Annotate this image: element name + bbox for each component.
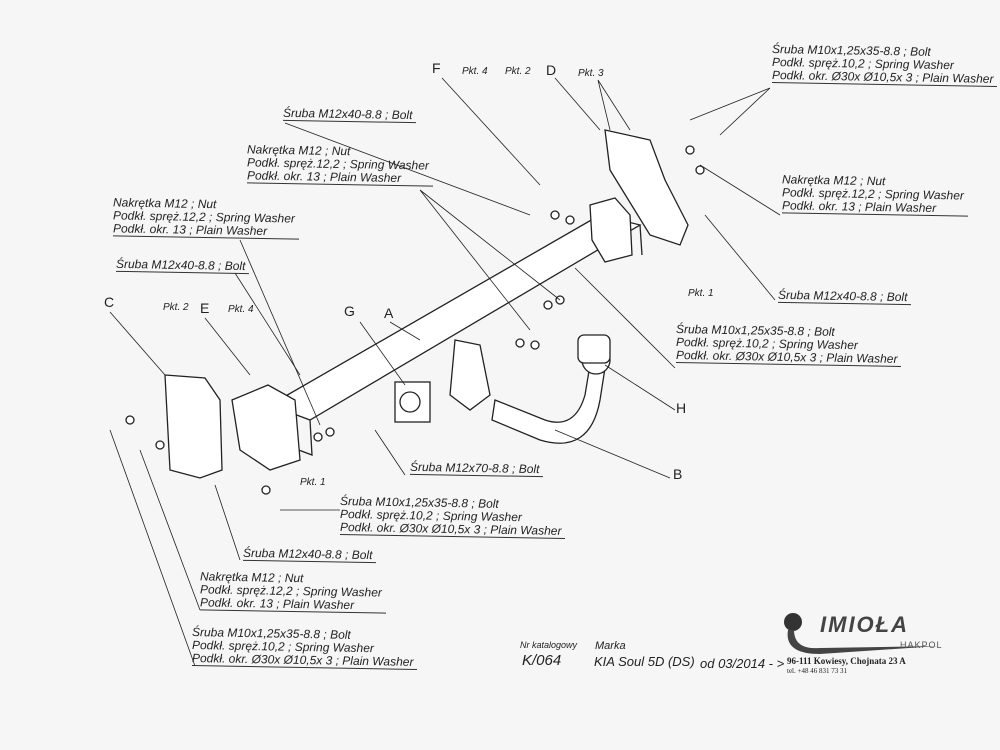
valid-from: od 03/2014 - >	[700, 656, 785, 671]
point-label: Pkt. 1	[688, 288, 714, 299]
point-label: Pkt. 4	[462, 66, 488, 77]
label-bolt-m12x40-top: Śruba M12x40-8.8 ; Bolt	[283, 106, 417, 124]
logo-subtext: HAKPOL	[900, 640, 943, 650]
part-letter-a: A	[384, 305, 394, 321]
catalog-number: K/064	[522, 652, 562, 669]
point-label: Pkt. 1	[300, 477, 326, 488]
point-label: Pkt. 3	[578, 68, 604, 79]
center-bracket	[449, 339, 491, 411]
part-letter-g: G	[344, 303, 355, 319]
tow-ball-neck	[491, 334, 611, 444]
point-label: Pkt. 2	[163, 302, 189, 313]
make-label: Marka	[595, 640, 626, 652]
part-letter-h: H	[676, 400, 687, 416]
point-label: Pkt. 4	[228, 304, 254, 315]
label-bolt-m12x40-bottom: Śruba M12x40-8.8 ; Bolt	[243, 546, 377, 564]
company-phone: tel. +48 46 831 73 31	[787, 667, 847, 675]
point-label: Pkt. 2	[505, 66, 531, 77]
socket-plate	[394, 381, 431, 423]
catalog-label: Nr katalogowy	[520, 640, 578, 650]
part-letter-c: C	[104, 294, 115, 310]
part-letter-e: E	[200, 300, 210, 316]
label-bolt-m12x70: Śruba M12x70-8.8 ; Bolt	[410, 460, 544, 478]
imiola-logo	[784, 613, 938, 654]
part-letter-d: D	[546, 62, 557, 78]
right-bracket	[589, 129, 689, 263]
bolts	[125, 145, 705, 495]
company-address: 96-111 Kowiesy, Chojnata 23 A	[787, 656, 906, 666]
part-letter-f: F	[432, 60, 441, 76]
left-bracket	[164, 374, 301, 479]
logo-text: IMIOŁA	[820, 612, 909, 637]
label-bolt-m12x40-left: Śruba M12x40-8.8 ; Bolt	[116, 257, 250, 275]
part-letter-b: B	[673, 466, 683, 482]
label-bolt-m12x40-right: Śruba M12x40-8.8 ; Bolt	[778, 288, 912, 306]
leader-lines	[109, 77, 781, 667]
make-value: KIA Soul 5D (DS)	[594, 654, 695, 669]
